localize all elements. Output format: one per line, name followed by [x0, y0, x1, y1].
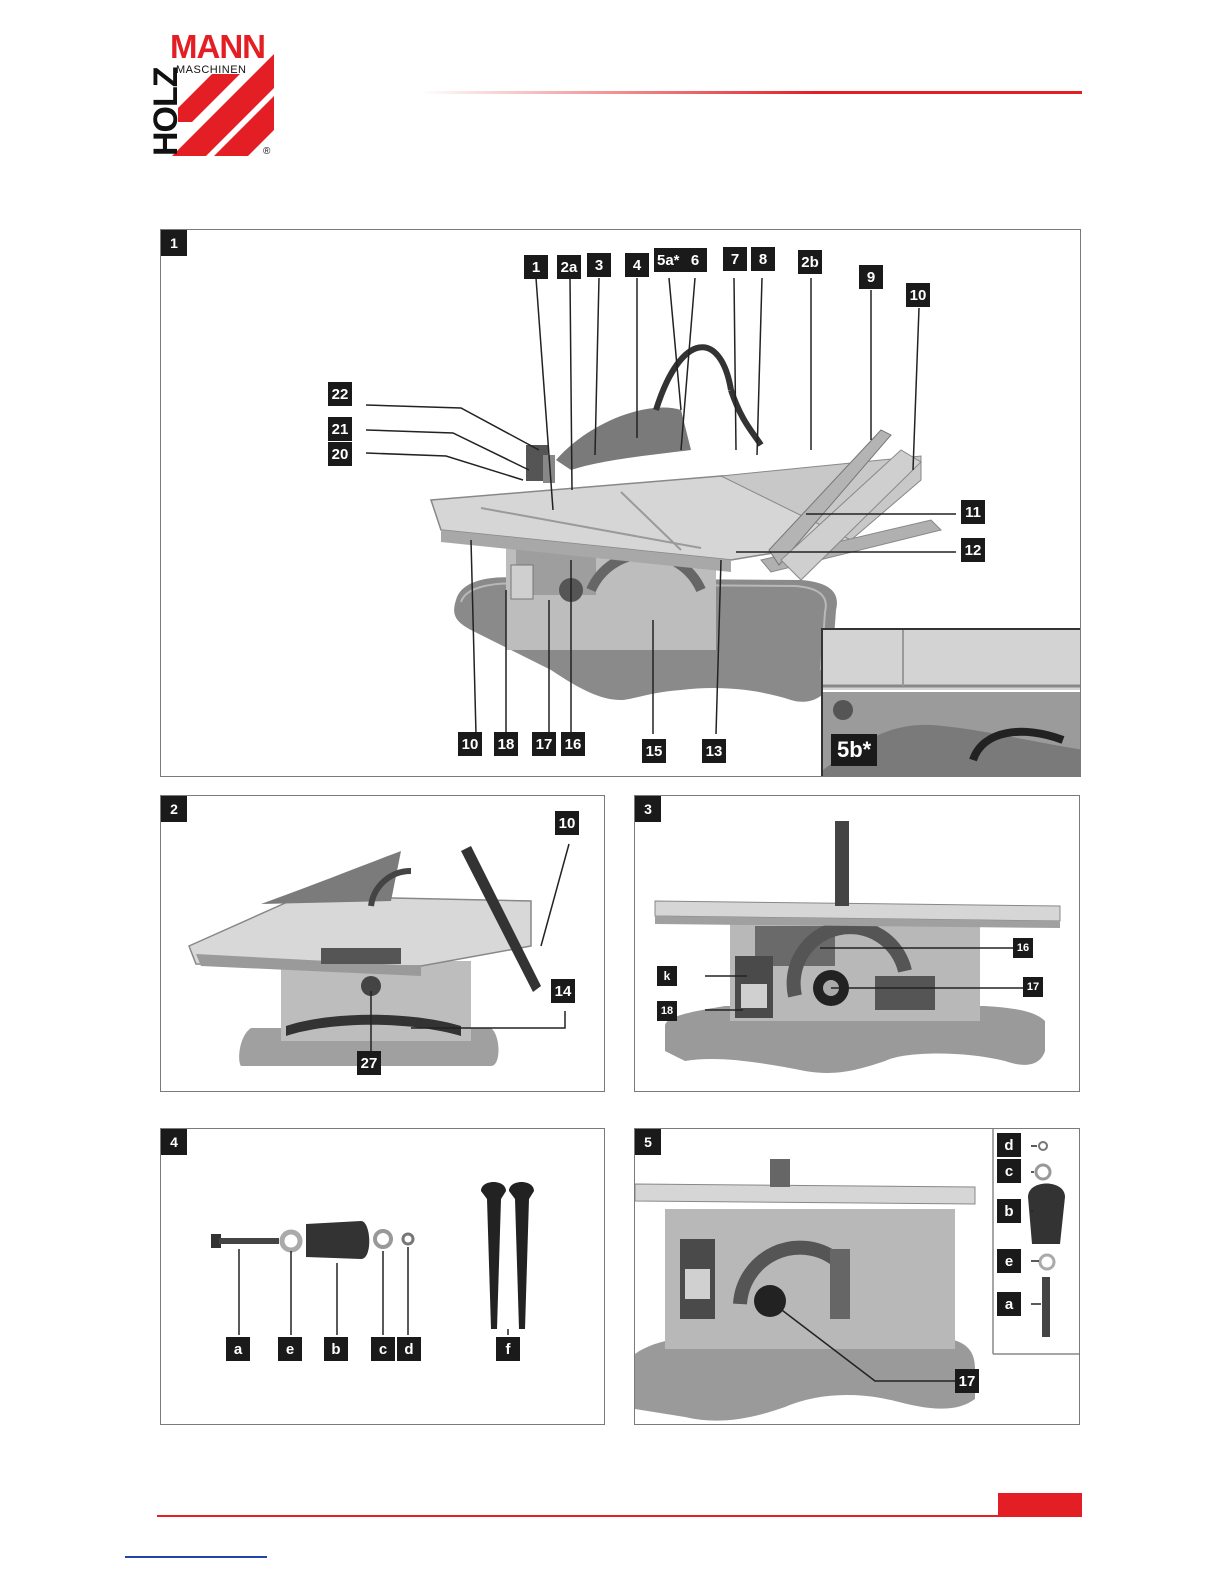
- callout-k: k: [657, 966, 677, 986]
- callout-5b: 5b*: [831, 734, 877, 766]
- callout-e: e: [278, 1337, 302, 1361]
- callout-e: e: [997, 1249, 1021, 1273]
- callout-17: 17: [955, 1369, 979, 1393]
- callout-21: 21: [328, 417, 352, 441]
- callout-13: 13: [702, 739, 726, 763]
- brand-name-top: MANN: [170, 30, 265, 63]
- figure-1-number: 1: [161, 230, 187, 256]
- figure-3-number: 3: [635, 796, 661, 822]
- callout-d: d: [397, 1337, 421, 1361]
- figure-2-number: 2: [161, 796, 187, 822]
- footer-rule: [157, 1515, 1082, 1517]
- callout-10-top: 10: [906, 283, 930, 307]
- callout-22: 22: [328, 382, 352, 406]
- callout-17: 17: [532, 732, 556, 756]
- brand-name-side: HOLZ: [149, 67, 183, 156]
- header-rule: [420, 91, 1082, 94]
- footer-page-tab: [998, 1493, 1082, 1517]
- callout-20: 20: [328, 442, 352, 466]
- callout-8: 8: [751, 247, 775, 271]
- callout-b: b: [324, 1337, 348, 1361]
- callout-16: 16: [1013, 938, 1033, 958]
- parts-illustration: [161, 1129, 605, 1425]
- figure-4-panel: 4 a e b c d f: [160, 1128, 605, 1425]
- callout-a: a: [226, 1337, 250, 1361]
- callout-6: 6: [683, 248, 707, 272]
- figure-4-number: 4: [161, 1129, 187, 1155]
- callout-18: 18: [657, 1001, 677, 1021]
- callout-27: 27: [357, 1051, 381, 1075]
- callout-c: c: [997, 1159, 1021, 1183]
- callout-5a: 5a*: [654, 248, 683, 272]
- callout-10: 10: [555, 811, 579, 835]
- callout-3: 3: [587, 253, 611, 277]
- callout-2b: 2b: [798, 250, 822, 274]
- callout-c: c: [371, 1337, 395, 1361]
- registered-mark: ®: [263, 146, 270, 157]
- saw-side-view-illustration: [161, 796, 605, 1092]
- figure-1-inset: 5b*: [821, 628, 1081, 777]
- callout-15: 15: [642, 739, 666, 763]
- figure-1-panel: 1 1 2a 3 4 5a* 6 7 8 2b 9 10 22 21 20 11…: [160, 229, 1081, 777]
- callout-12: 12: [961, 538, 985, 562]
- figure-2-panel: 2 10 14 27: [160, 795, 605, 1092]
- footer-link-underline[interactable]: [125, 1556, 267, 1558]
- callout-17: 17: [1023, 977, 1043, 997]
- callout-f: f: [496, 1337, 520, 1361]
- callout-7: 7: [723, 247, 747, 271]
- callout-18: 18: [494, 732, 518, 756]
- figure-5-panel: 5 d c b e a 17: [634, 1128, 1080, 1425]
- callout-4: 4: [625, 253, 649, 277]
- callout-a: a: [997, 1292, 1021, 1316]
- figure-3-panel: 3 16 k 17 18: [634, 795, 1080, 1092]
- callout-16: 16: [561, 732, 585, 756]
- callout-d: d: [997, 1133, 1021, 1157]
- figure-5-number: 5: [635, 1129, 661, 1155]
- callout-2a: 2a: [557, 255, 581, 279]
- brand-subtitle: MASCHINEN: [176, 64, 247, 76]
- callout-11: 11: [961, 500, 985, 524]
- callout-9: 9: [859, 265, 883, 289]
- callout-1: 1: [524, 255, 548, 279]
- callout-10-bottom: 10: [458, 732, 482, 756]
- callout-14: 14: [551, 979, 575, 1003]
- callout-b: b: [997, 1199, 1021, 1223]
